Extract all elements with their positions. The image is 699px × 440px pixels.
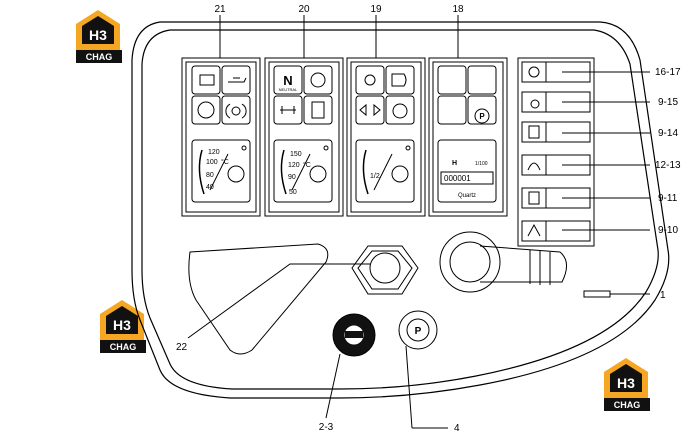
brand-logo-bottom-right: H3 CHAG (604, 358, 650, 411)
module-20-indicators (273, 65, 333, 125)
gauge-21-unit: °C (221, 158, 229, 166)
lower-panel (188, 231, 567, 357)
gauge-21-tick-1: 120 (208, 149, 220, 156)
parking-button-letter: P (415, 326, 422, 337)
storage-pocket (188, 243, 329, 355)
parking-brake-button[interactable] (398, 310, 438, 350)
brand-logo-top-left: H3 CHAG (76, 10, 122, 63)
hourmeter: H 1/100 000001 Quartz (437, 139, 497, 203)
neutral-indicator-sub: NEUTRAL (279, 87, 298, 92)
gauge-20-tick-1: 150 (290, 151, 302, 158)
parking-brake-letter: P (479, 112, 485, 121)
gear-lever[interactable] (479, 245, 567, 283)
joystick-base (439, 231, 501, 293)
leader-lines (187, 15, 650, 429)
callout-9-14: 9-14 (658, 128, 678, 139)
hydraulic-temp-icon (392, 103, 408, 119)
callout-9-15: 9-15 (658, 97, 678, 108)
hourmeter-digits: 000001 (444, 174, 471, 183)
oil-can-icon (228, 77, 247, 83)
callout-19: 19 (370, 4, 382, 15)
logo-brand: CHAG (110, 342, 137, 352)
brake-warning-icon (225, 103, 247, 119)
cigar-lighter-bezel-inner (357, 250, 413, 290)
gauge-20-unit: °C (303, 161, 311, 169)
callout-9-10: 9-10 (658, 225, 678, 236)
cigar-lighter[interactable] (369, 252, 401, 284)
axle-icon (280, 106, 296, 114)
module-18-indicators (437, 65, 497, 125)
switch-9-14[interactable] (521, 121, 591, 143)
neutral-indicator-letter: N (283, 73, 292, 88)
gauge-21: 120 100 °C 80 40 (191, 139, 251, 203)
logo-brand: CHAG (86, 52, 113, 62)
gauge-19: 1/2 (355, 139, 415, 203)
callout-4: 4 (454, 423, 460, 434)
front-wiper-icon (527, 223, 541, 237)
callout-1: 1 (660, 290, 666, 301)
hydraulic-filter-icon (311, 101, 325, 119)
gauge-20: 150 120 °C 90 50 (273, 139, 333, 203)
gauge-21-tick-2: 100 (206, 159, 218, 166)
callout-9-11: 9-11 (658, 193, 678, 204)
parking-brake-icon (474, 108, 490, 124)
gauge-20-tick-4: 50 (289, 189, 297, 196)
gauge-20-tick-2: 120 (288, 162, 300, 169)
hourmeter-icon-letter: H (452, 160, 457, 167)
module-19-indicators (355, 65, 415, 125)
callout-18: 18 (452, 4, 464, 15)
hourmeter-scale: 1/100 (475, 161, 488, 167)
washer-icon (527, 162, 541, 171)
callout-16-17: 16-17 (655, 67, 681, 78)
logo-mark: H3 (617, 375, 635, 391)
cigar-lighter-bezel (351, 245, 419, 295)
callout-21: 21 (214, 4, 226, 15)
callout-12-13: 12-13 (655, 160, 681, 171)
callout-20: 20 (298, 4, 310, 15)
joystick-ring (449, 241, 491, 283)
callout-22: 22 (176, 342, 188, 353)
hourmeter-brand: Quartz (458, 193, 476, 199)
logo-mark: H3 (89, 27, 107, 43)
gauge-21-tick-3: 80 (206, 172, 214, 179)
gauge-19-tick-half: 1/2 (370, 173, 380, 180)
callout-2-3: 2-3 (319, 422, 334, 433)
gauge-21-tick-4: 40 (206, 184, 214, 191)
beacon-icon (530, 99, 540, 109)
module-21-indicators (191, 65, 251, 125)
console-outline (131, 21, 670, 399)
switch-9-10[interactable] (521, 220, 591, 242)
fan-icon (528, 66, 540, 78)
battery-icon (199, 74, 215, 86)
door-icon (528, 191, 540, 205)
engine-temp-icon (310, 72, 326, 88)
logo-mark: H3 (113, 317, 131, 333)
logo-brand: CHAG (614, 400, 641, 410)
work-light-icon (364, 74, 376, 86)
headlight-icon (391, 73, 407, 87)
ignition-key-icon (345, 331, 363, 338)
gauge-20-tick-3: 90 (288, 174, 296, 181)
turn-signal-icon (359, 103, 381, 117)
brand-logo-mid-left: H3 CHAG (100, 300, 146, 353)
module-frames (181, 57, 508, 217)
switch-column (517, 57, 595, 247)
rear-wiper-icon (528, 125, 540, 139)
air-filter-icon (197, 101, 215, 119)
